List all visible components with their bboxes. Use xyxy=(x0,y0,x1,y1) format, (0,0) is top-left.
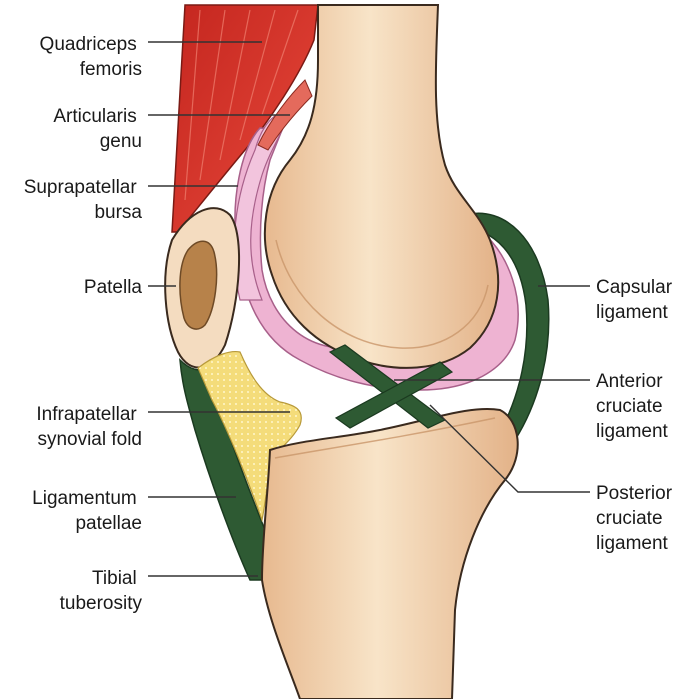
tibia-bone xyxy=(262,409,518,699)
label-infrapatellar-synovial-fold: Infrapatellar synovial fold xyxy=(36,404,142,450)
label-patella: Patella xyxy=(84,277,143,298)
label-articularis-genu: Articularis genu xyxy=(53,106,142,152)
label-tibial-tuberosity: Tibial tuberosity xyxy=(60,568,143,614)
label-capsular-ligament: Capsular ligament xyxy=(596,277,677,323)
label-quadriceps-femoris: Quadriceps femoris xyxy=(40,34,142,80)
label-anterior-cruciate-ligament: Anterior cruciate ligament xyxy=(596,371,669,442)
label-posterior-cruciate-ligament: Posterior cruciate ligament xyxy=(596,483,677,554)
label-ligamentum-patellae: Ligamentum patellae xyxy=(32,488,142,534)
label-suprapatellar-bursa: Suprapatellar bursa xyxy=(24,177,143,223)
